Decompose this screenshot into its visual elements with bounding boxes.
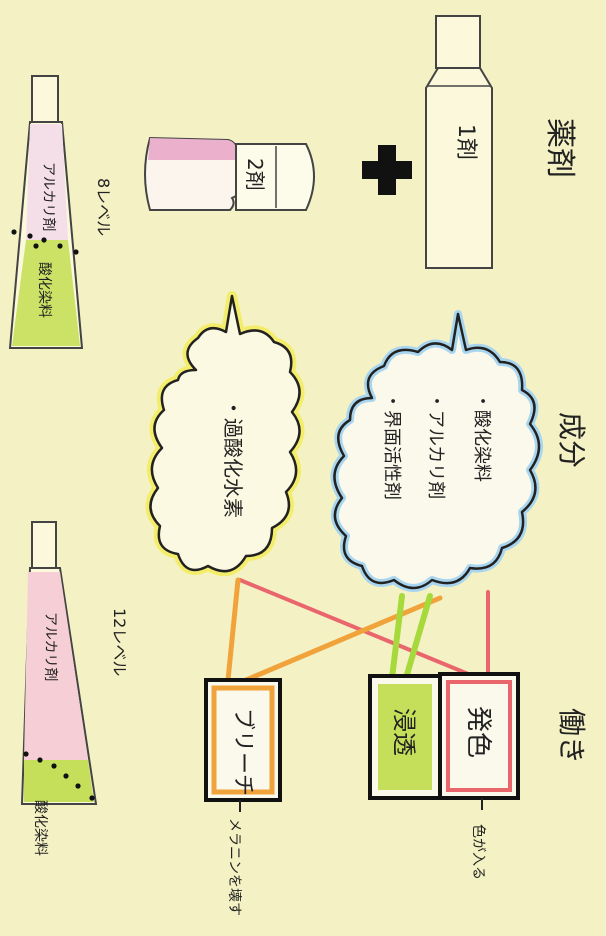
connector-ingredients-to-bleach	[243, 595, 443, 683]
tube-8-lower-label: 酸化染料	[36, 262, 52, 318]
plus-sign	[362, 145, 412, 195]
heading-chemicals: 薬剤	[542, 118, 577, 178]
connectors	[225, 577, 490, 683]
oxidizer-item-1: ・過酸化水素	[221, 398, 245, 518]
connector-ingredients-to-penetrate-b	[403, 593, 433, 681]
agent2-bottle: 2剤	[144, 136, 315, 211]
tube-12-upper-label: アルカリ剤	[42, 612, 58, 681]
tube-8-upper-label: アルカリ剤	[40, 162, 56, 231]
action-color-box: 発色 色が入る	[438, 672, 520, 880]
tube-12-level-label: 12レベル	[110, 608, 129, 676]
oxidizer-cloud: ・過酸化水素	[145, 291, 305, 577]
action-bleach-note: メラニンを壊す	[226, 818, 242, 916]
ingredient-item-2: ・アルカリ剤	[425, 392, 446, 499]
action-bleach-box: ブリーチ メラニンを壊す	[204, 678, 282, 916]
action-bleach-label: ブリーチ	[230, 708, 255, 796]
ingredient-item-1: ・酸化染料	[471, 392, 492, 482]
tube-12-level: アルカリ剤 酸化染料 12レベル	[20, 521, 129, 856]
ingredient-item-3: ・界面活性剤	[381, 392, 402, 500]
action-color-note: 色が入る	[470, 824, 487, 880]
agent2-label: 2剤	[243, 158, 267, 191]
action-penetrate-label: 浸透	[390, 708, 418, 756]
heading-action: 働き	[555, 708, 588, 764]
tube-12-lower-label: 酸化染料	[32, 800, 48, 856]
connector-oxidizer-to-bleach-a	[225, 577, 241, 683]
tube-8-dots	[11, 229, 79, 255]
action-penetrate-box: 浸透	[368, 674, 442, 800]
tube-12-dots	[23, 751, 95, 801]
action-color-label: 発色	[463, 706, 493, 758]
tube-8-level-label: 8レベル	[94, 178, 113, 236]
agent1-tube: 1剤	[425, 15, 493, 269]
ingredient-cloud: ・酸化染料 ・アルカリ剤 ・界面活性剤	[330, 310, 543, 592]
tube-8-level: アルカリ剤 酸化染料 8レベル	[8, 75, 113, 349]
agent1-label: 1剤	[453, 124, 478, 160]
connector-oxidizer-to-color	[238, 578, 480, 680]
heading-ingredients: 成分	[555, 412, 588, 468]
connector-ingredients-to-penetrate-a	[389, 593, 405, 681]
